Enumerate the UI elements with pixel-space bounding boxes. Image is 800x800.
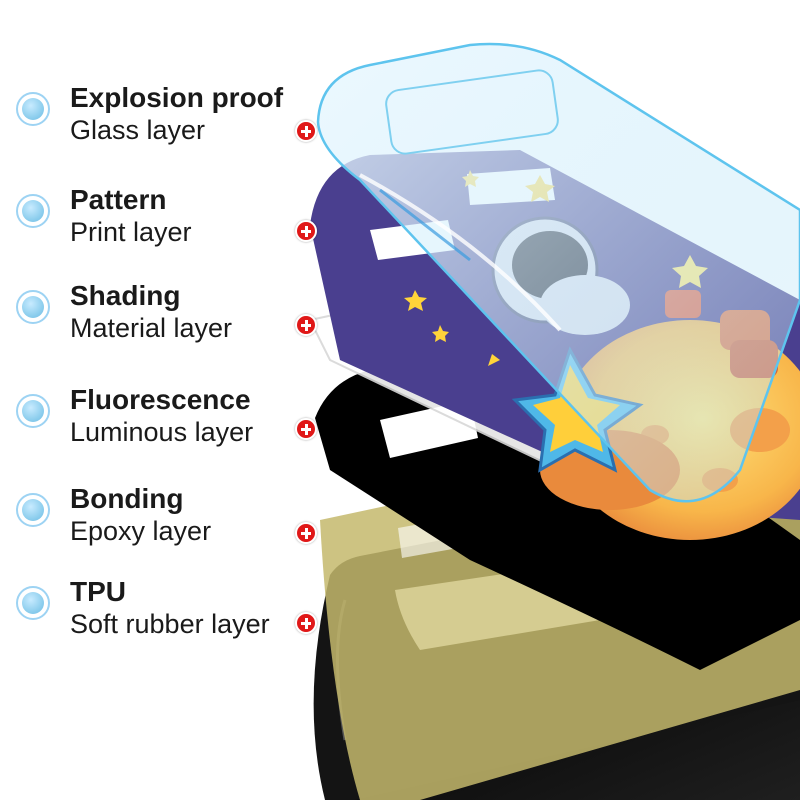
plus-marker-icon xyxy=(295,418,317,440)
layer-subtitle: Print layer xyxy=(70,217,192,247)
plus-marker-icon xyxy=(295,220,317,242)
circle-bullet-icon xyxy=(16,394,50,428)
plus-marker-icon xyxy=(295,120,317,142)
layer-row-glass: Explosion proof Glass layer xyxy=(0,82,330,162)
layer-title: Bonding xyxy=(70,483,184,514)
layer-subtitle: Luminous layer xyxy=(70,417,254,447)
plus-marker-icon xyxy=(295,314,317,336)
layer-row-luminous: Fluorescence Luminous layer xyxy=(0,384,330,464)
layer-row-epoxy: Bonding Epoxy layer xyxy=(0,483,330,563)
layer-row-material: Shading Material layer xyxy=(0,280,330,360)
layer-row-tpu: TPU Soft rubber layer xyxy=(0,576,330,656)
circle-bullet-icon xyxy=(16,194,50,228)
layer-subtitle: Epoxy layer xyxy=(70,516,212,546)
layer-title: Shading xyxy=(70,280,181,311)
layer-subtitle: Glass layer xyxy=(70,115,206,145)
plus-marker-icon xyxy=(295,522,317,544)
plus-marker-icon xyxy=(295,612,317,634)
layer-subtitle: Soft rubber layer xyxy=(70,609,270,639)
circle-bullet-icon xyxy=(16,586,50,620)
layer-title: Fluorescence xyxy=(70,384,251,415)
layer-title: Pattern xyxy=(70,184,167,215)
circle-bullet-icon xyxy=(16,92,50,126)
layer-subtitle: Material layer xyxy=(70,313,233,343)
layer-title: Explosion proof xyxy=(70,82,284,113)
circle-bullet-icon xyxy=(16,493,50,527)
circle-bullet-icon xyxy=(16,290,50,324)
layer-title: TPU xyxy=(70,576,126,607)
glass-layer xyxy=(316,42,800,503)
layer-row-print: Pattern Print layer xyxy=(0,184,330,264)
